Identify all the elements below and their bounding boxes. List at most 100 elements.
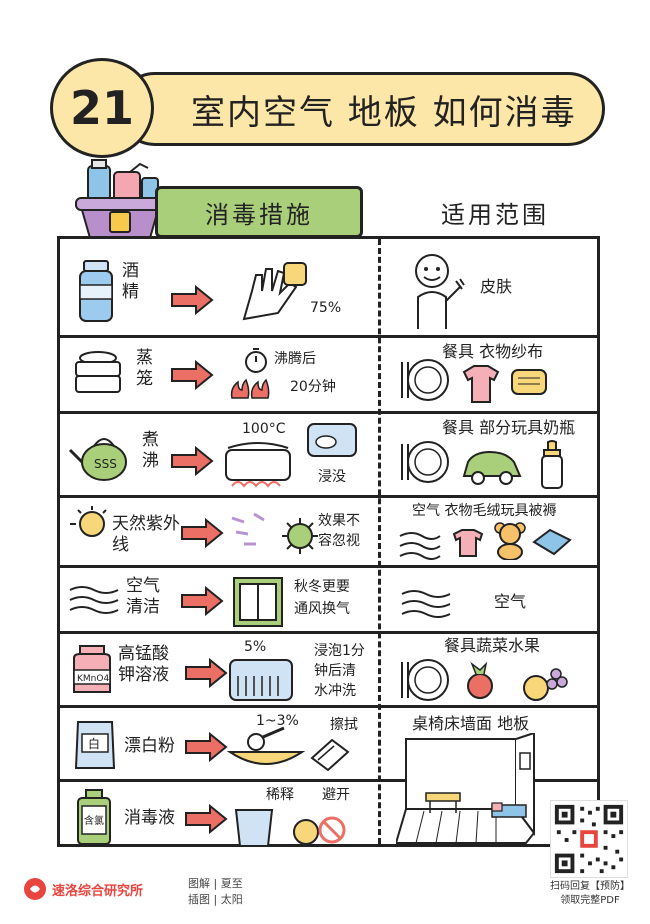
- qr-code[interactable]: [550, 800, 628, 878]
- method-label: 酒精: [122, 261, 139, 303]
- method-note: 20分钟: [290, 379, 336, 395]
- vegetables-icon: [467, 662, 493, 699]
- method-note: 擦拭: [330, 717, 358, 733]
- stopwatch-icon: [245, 348, 267, 373]
- table-row: SSS 煮沸 100°C 浸没: [60, 411, 597, 495]
- column-header-methods-label: 消毒措施: [205, 200, 313, 229]
- method-note: 100°C: [242, 421, 286, 437]
- method-note: 浸没: [318, 469, 346, 485]
- method-label: 天然紫外线: [112, 514, 180, 556]
- scope-text: 空气: [494, 592, 527, 611]
- method-note: 效果不: [318, 513, 360, 529]
- method-note: 容忽视: [318, 533, 360, 549]
- open-window-icon: [233, 577, 283, 627]
- chapter-number: 21: [69, 81, 134, 135]
- svg-text:SSS: SSS: [94, 457, 117, 471]
- chemical-formula-badge: KMnO4: [77, 674, 109, 684]
- scope-text: 空气 衣物毛绒玩具被褥: [412, 503, 557, 519]
- brand-logo-icon: [24, 878, 46, 900]
- column-divider: [378, 239, 381, 844]
- boiling-pot-icon: [225, 442, 291, 488]
- alcohol-bottle-icon: [79, 260, 113, 322]
- table-row: KMnO4 高锰酸钾溶液 5% 浸泡1分 钟后清 水冲洗 餐具蔬菜水果: [60, 631, 597, 705]
- wiping-cloth-icon: [310, 738, 350, 772]
- table-row: 白 漂白粉 1~3% 擦拭 桌椅床墙面 地板: [60, 705, 597, 779]
- disinfection-table: 酒精 75% 皮肤 蒸笼: [57, 236, 600, 847]
- fruits-icon: [523, 668, 568, 701]
- qr-caption-line: 领取完整PDF: [560, 895, 620, 906]
- air-wind-icon: [69, 586, 119, 614]
- method-note: 5%: [244, 639, 267, 655]
- qr-caption: 扫码回复【预防】 领取完整PDF: [540, 880, 640, 908]
- soaking-basin-icon: [229, 659, 293, 701]
- kettle-icon: SSS: [68, 438, 127, 481]
- arrow-right-icon: [181, 586, 224, 616]
- scope-text: 餐具蔬菜水果: [444, 636, 541, 655]
- brand-logo: 速洛综合研究所: [24, 878, 143, 900]
- room-furniture-icon: [396, 733, 536, 844]
- plate-icon: [401, 659, 449, 701]
- arrow-right-icon: [185, 658, 228, 688]
- submerged-items-icon: [307, 423, 357, 457]
- gauze-icon: [511, 369, 547, 395]
- table-row: 含氯 消毒液 稀释 避开: [60, 779, 597, 850]
- header: 室内空气 地板 如何消毒 21: [50, 58, 605, 158]
- scope-text: 皮肤: [480, 277, 513, 296]
- credit-line: 插图 | 太阳: [188, 892, 243, 906]
- arrow-right-icon: [171, 446, 214, 476]
- baby-bottle-icon: [541, 440, 563, 489]
- credits: 图解 | 夏至 插图 | 太阳: [188, 876, 243, 908]
- method-note: 浸泡1分: [314, 643, 365, 659]
- blanket-icon: [532, 528, 572, 556]
- water-cup-icon: [234, 809, 274, 847]
- table-row: 蒸笼 沸腾后 20分钟 餐具 衣物纱布: [60, 335, 597, 411]
- scope-text: 餐具 衣物纱布: [442, 342, 544, 361]
- arrow-right-icon: [171, 360, 214, 390]
- arrow-right-icon: [185, 732, 228, 762]
- method-note: 秋冬更要: [294, 579, 350, 595]
- page-title: 室内空气 地板 如何消毒: [191, 92, 577, 133]
- method-note: 钟后清: [314, 663, 356, 679]
- method-label: 煮沸: [142, 430, 159, 472]
- table-row: 酒精 75% 皮肤: [60, 239, 597, 335]
- scope-text: 餐具 部分玩具奶瓶: [442, 418, 576, 437]
- arrow-right-icon: [181, 518, 224, 548]
- qr-caption-line: 扫码回复【预防】: [550, 881, 630, 892]
- arrow-right-icon: [171, 285, 214, 315]
- bleach-badge: 白: [88, 736, 100, 751]
- arrow-right-icon: [185, 804, 228, 834]
- method-label: 空气清洁: [126, 576, 160, 618]
- air-wind-icon: [399, 532, 441, 560]
- glove-hand-icon: [242, 262, 307, 321]
- method-note: 避开: [322, 787, 350, 803]
- method-label: 漂白粉: [124, 736, 175, 756]
- table-row: 空气清洁 秋冬更要 通风换气 空气: [60, 565, 597, 631]
- chapter-number-badge: 21: [50, 58, 154, 158]
- steamer-icon: [75, 351, 121, 393]
- toy-car-icon: [462, 450, 522, 485]
- column-header-methods: 消毒措施: [155, 186, 363, 238]
- column-header-scope-label: 适用范围: [441, 200, 549, 229]
- plate-icon: [401, 359, 449, 401]
- germ-icon: [282, 518, 318, 554]
- teddy-bear-icon: [494, 522, 526, 560]
- method-note: 水冲洗: [314, 683, 356, 699]
- plate-icon: [401, 441, 449, 483]
- clothes-icon: [452, 529, 484, 557]
- bleach-powder-bag-icon: 白: [74, 721, 116, 769]
- method-note: 稀释: [266, 787, 294, 803]
- method-note: 75%: [310, 300, 342, 316]
- method-label: 高锰酸钾溶液: [118, 644, 169, 686]
- title-banner: 室内空气 地板 如何消毒: [118, 72, 605, 146]
- column-header-scope: 适用范围: [390, 190, 600, 234]
- method-note: 1~3%: [256, 713, 299, 729]
- method-note: 沸腾后: [274, 351, 316, 367]
- sun-icon: [70, 506, 107, 537]
- scoop-bowl-icon: [226, 726, 306, 765]
- clothes-icon: [462, 365, 500, 403]
- avoid-food-icon: [293, 816, 346, 845]
- disinfectant-bottle-icon: 含氯: [77, 789, 111, 845]
- method-note: 通风换气: [294, 601, 350, 617]
- brand-name: 速洛综合研究所: [52, 883, 144, 899]
- chemical-jar-icon: KMnO4: [73, 645, 111, 693]
